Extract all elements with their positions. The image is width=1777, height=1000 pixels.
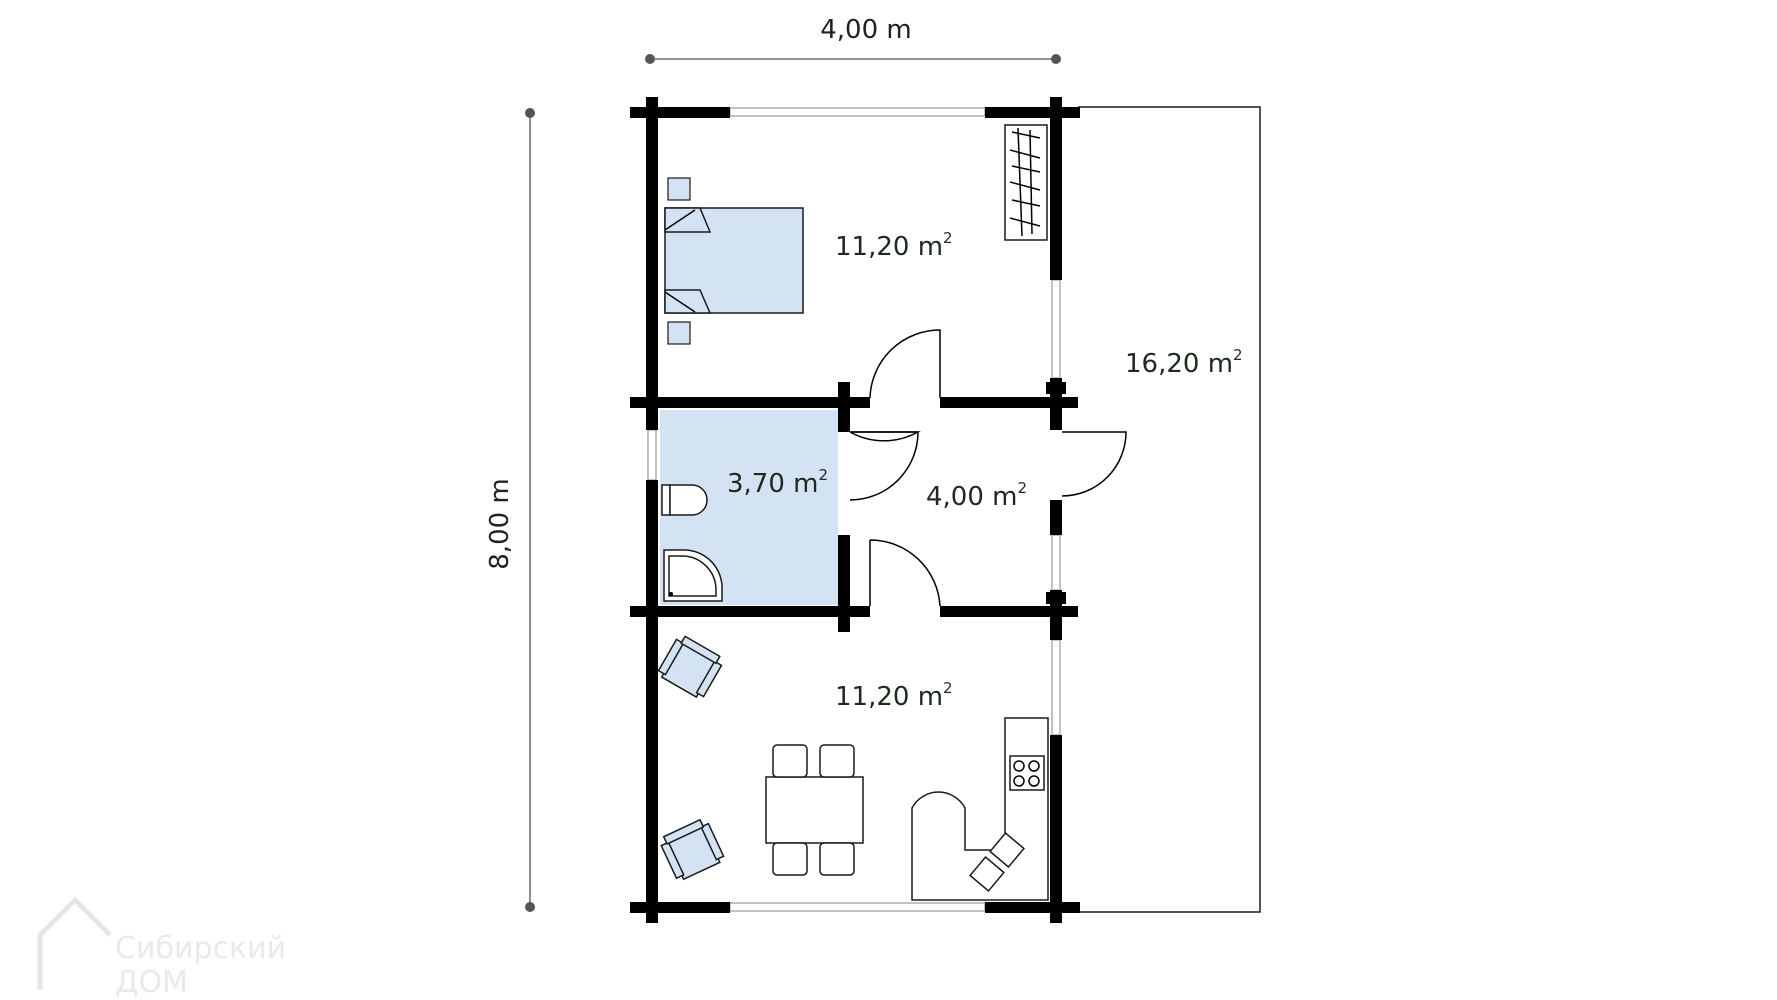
bed (664, 207, 804, 314)
terrace-area-label: 16,20 m2 (1125, 346, 1243, 379)
armchair-bottom (660, 818, 725, 881)
window-right-kitchen (1051, 639, 1061, 736)
bathroom-area-label: 3,70 m2 (727, 466, 828, 499)
hall-area-label: 4,00 m2 (926, 479, 1027, 512)
window-right-bedroom (1051, 279, 1061, 379)
terrace-outline (1078, 106, 1261, 913)
dining-table (765, 744, 864, 876)
nightstand-bottom (667, 321, 691, 345)
window-right-hall (1051, 534, 1061, 591)
walls (630, 97, 1080, 923)
nightstand-top (667, 177, 691, 201)
logo-line1: Сибирский (115, 931, 286, 966)
window-bottom (729, 902, 986, 912)
window-left-bath (647, 429, 657, 481)
watermark-logo: Сибирский ДОМ (37, 896, 286, 1000)
doors (849, 329, 1127, 607)
wardrobe (1004, 124, 1048, 241)
toilet (661, 484, 708, 516)
armchair-top (657, 635, 723, 699)
kitchen-area-label: 11,20 m2 (835, 679, 953, 712)
dimension-height-label: 8,00 m (485, 478, 515, 569)
bar-stools (969, 832, 1025, 892)
bedroom-area-label: 11,20 m2 (835, 229, 953, 262)
window-top (729, 107, 986, 117)
logo-line2: ДОМ (115, 965, 188, 1000)
shower (663, 549, 723, 602)
dimension-width-label: 4,00 m (820, 15, 911, 45)
dimension-width (645, 54, 1061, 64)
dimension-height (525, 108, 535, 912)
